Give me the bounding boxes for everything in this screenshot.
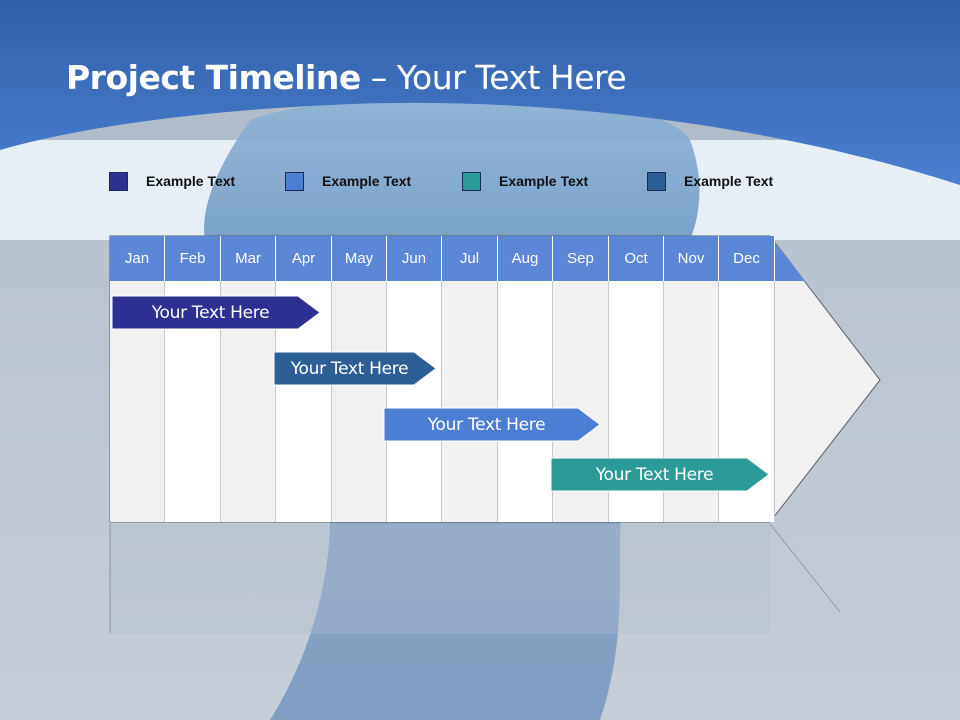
month-header: Oct [609,236,664,281]
month-column [332,281,387,522]
task-bar [111,295,321,330]
task-bar-label: Your Text Here [151,302,270,323]
month-column [387,281,442,522]
task-bar [273,351,437,386]
month-header: Feb [165,236,221,281]
month-header: Sep [553,236,609,281]
task-bar [383,407,601,442]
month-header: May [332,236,387,281]
legend-swatch [285,171,304,191]
legend-item: Example Text [109,171,235,191]
title-bold: Project Timeline [66,58,361,97]
task-bar-label: Your Text Here [427,414,546,435]
month-column [498,281,553,522]
month-header: Aug [498,236,553,281]
page-title: Project Timeline – Your Text Here [66,58,627,97]
legend-swatch [109,171,128,191]
legend-swatch [462,171,481,191]
month-header: Apr [276,236,332,281]
legend-item: Example Text [647,171,773,191]
legend-label: Example Text [322,173,412,189]
month-header: Jun [387,236,442,281]
month-header: Dec [719,236,775,281]
month-column [442,281,498,522]
title-rest: – Your Text Here [360,58,627,97]
task-bar [550,457,770,492]
month-header: Jul [442,236,498,281]
legend-item: Example Text [285,171,411,191]
task-bar-label: Your Text Here [595,464,714,485]
legend-item: Example Text [462,171,588,191]
legend-label: Example Text [499,173,589,189]
legend-label: Example Text [146,173,236,189]
month-header: Jan [110,236,165,281]
month-header: Nov [664,236,719,281]
month-header: Mar [221,236,276,281]
legend-swatch [647,171,666,191]
task-bar-label: Your Text Here [290,358,409,379]
legend-label: Example Text [684,173,774,189]
